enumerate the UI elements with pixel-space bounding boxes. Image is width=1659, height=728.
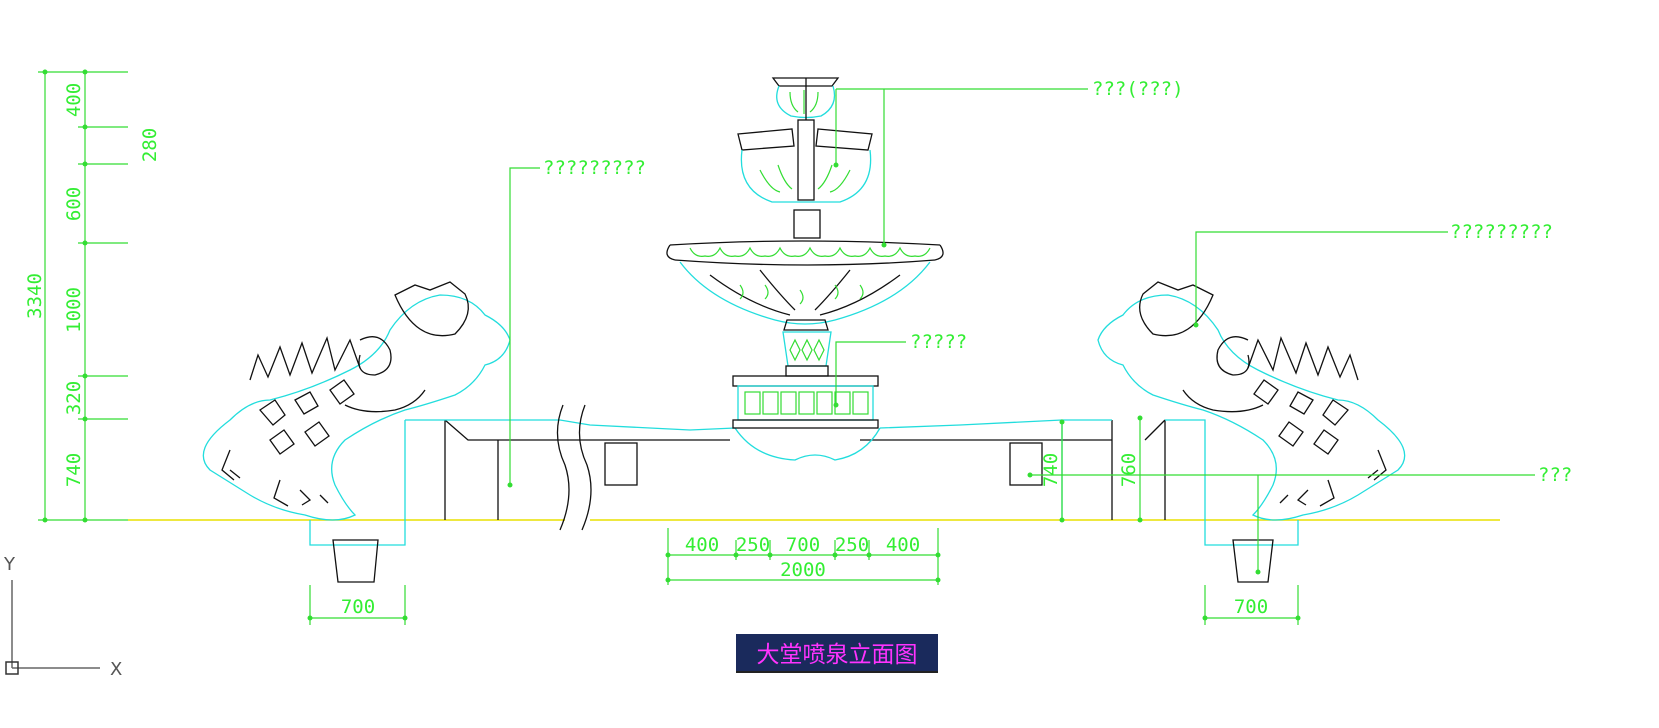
dim-right-740: 740 [1040,453,1062,487]
footing-dimensions: 700 700 [307,585,1301,625]
axis-x-label: X [110,659,122,680]
callout-fountain-base: ????? [910,331,967,353]
drawing-title-text: 大堂喷泉立面图 [757,642,918,668]
dim-bottom-250a: 250 [736,534,770,556]
callout-right-basin: ??? [1538,464,1572,486]
fountain [666,77,944,429]
callouts: ???(???) ????????? ????????? ????? ??? [507,78,1572,575]
callout-top-right: ???(???) [1092,78,1184,100]
ucs-axis-icon: Y X [3,554,122,680]
dim-1000: 1000 [63,287,85,333]
plinth-panels [744,391,869,415]
dim-bottom-total: 2000 [780,559,826,581]
dim-bottom-400a: 400 [685,534,719,556]
dim-footing-right: 700 [1234,596,1268,618]
dim-bottom-250b: 250 [835,534,869,556]
callout-left-creature: ????????? [543,157,646,179]
dim-bottom-400b: 400 [886,534,920,556]
dim-600: 600 [63,187,85,221]
left-dimension-chain: 3340 400 280 600 1000 320 740 [24,69,161,523]
dim-740: 740 [63,453,85,487]
axis-y-label: Y [3,554,16,575]
right-creature [1097,281,1406,521]
dim-footing-left: 700 [341,596,375,618]
dim-280: 280 [139,128,161,162]
dim-320: 320 [63,381,85,415]
right-dimension-chain: 740 760 [1040,415,1143,523]
pool-wall [309,404,1299,546]
bottom-dimension-chain: 400 250 700 250 400 2000 [665,528,941,585]
footings [332,539,1274,583]
drawing-title: 大堂喷泉立面图 [736,634,938,673]
dim-total-height: 3340 [24,273,46,319]
dim-bottom-700: 700 [786,534,820,556]
dim-400: 400 [63,83,85,117]
callout-right-creature: ????????? [1450,221,1553,243]
dim-right-760: 760 [1118,453,1140,487]
left-creature [202,281,511,521]
